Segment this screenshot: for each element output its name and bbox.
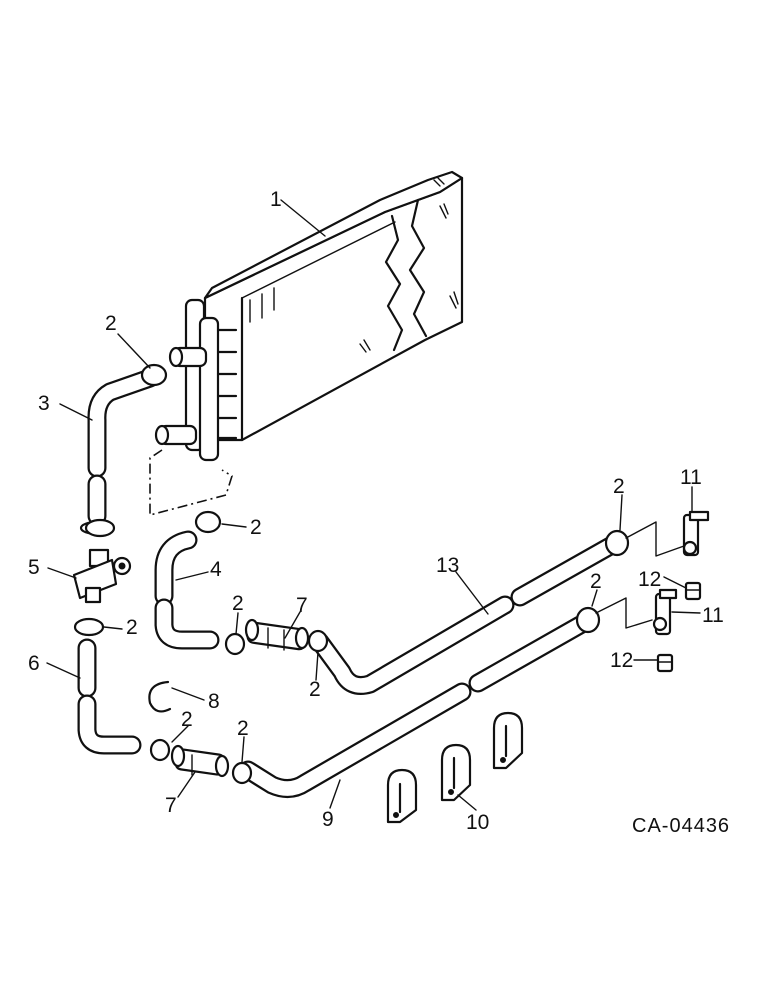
connector-7-lower xyxy=(170,744,230,778)
callout-2: 2 xyxy=(237,717,249,740)
callout-13: 13 xyxy=(436,554,459,577)
hose-3 xyxy=(87,368,160,526)
callout-2: 2 xyxy=(250,516,262,539)
callout-12: 12 xyxy=(638,568,661,591)
hose-9 xyxy=(238,615,590,798)
diagram-reference-code: CA-04436 xyxy=(632,815,730,837)
callout-3: 3 xyxy=(38,392,50,415)
callout-2: 2 xyxy=(309,678,321,701)
mounting-outline xyxy=(149,449,233,517)
callout-5: 5 xyxy=(28,556,40,579)
callout-6: 6 xyxy=(28,652,40,675)
callout-4: 4 xyxy=(210,558,222,581)
snap-ring-8 xyxy=(148,680,172,713)
heater-core xyxy=(154,170,464,462)
valves-11 xyxy=(595,510,710,636)
callout-labels: 1 2 3 2 4 5 2 6 2 7 2 8 2 2 7 9 10 13 2 … xyxy=(28,188,724,834)
callout-2: 2 xyxy=(126,616,138,639)
callout-7: 7 xyxy=(165,794,177,817)
hose-13 xyxy=(310,535,622,695)
leader-lines xyxy=(46,199,701,811)
callout-2: 2 xyxy=(181,708,193,731)
connector-7-upper xyxy=(244,618,310,651)
callout-1: 1 xyxy=(270,188,282,211)
clamps-2 xyxy=(73,363,630,785)
callout-8: 8 xyxy=(208,690,220,713)
callout-7: 7 xyxy=(296,594,308,617)
clips-10 xyxy=(386,711,524,824)
callout-2: 2 xyxy=(590,570,602,593)
callout-11: 11 xyxy=(702,604,724,627)
plugs-12 xyxy=(656,581,702,673)
hose-6 xyxy=(77,638,142,755)
callout-11: 11 xyxy=(680,466,702,489)
callout-10: 10 xyxy=(466,811,489,834)
callout-2: 2 xyxy=(105,312,117,335)
hose-4 xyxy=(154,530,220,650)
callout-2: 2 xyxy=(232,592,244,615)
callout-2: 2 xyxy=(613,475,625,498)
callout-12: 12 xyxy=(610,649,633,672)
callout-9: 9 xyxy=(322,808,334,831)
